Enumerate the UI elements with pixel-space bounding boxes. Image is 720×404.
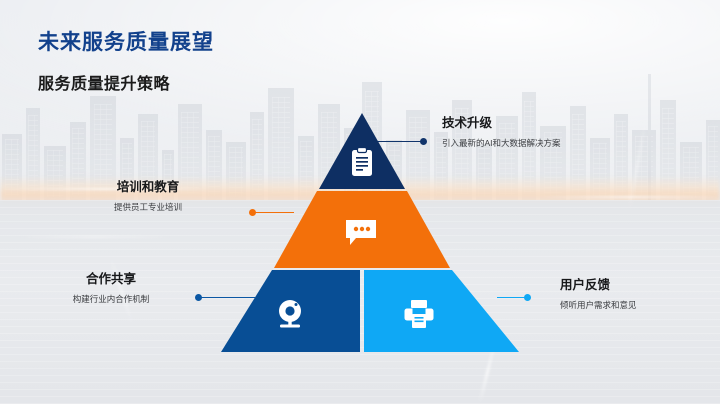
connector-dot-feedback bbox=[524, 294, 531, 301]
webcam-icon bbox=[275, 298, 305, 330]
connector-line-technology bbox=[376, 141, 424, 143]
callout-description-feedback: 倾听用户需求和意见 bbox=[560, 300, 637, 310]
callout-training: 培训和教育 提供员工专业培训 bbox=[78, 180, 218, 214]
light-streak bbox=[20, 236, 170, 238]
light-streak bbox=[0, 188, 210, 190]
callout-description-training: 提供员工专业培训 bbox=[113, 202, 182, 212]
light-streak bbox=[540, 196, 720, 198]
callout-title-training: 培训和教育 bbox=[116, 180, 180, 194]
connector-line-cooperation bbox=[199, 297, 255, 299]
page-title: 未来服务质量展望 bbox=[38, 31, 214, 54]
connector-line-feedback bbox=[497, 297, 529, 299]
callout-title-technology: 技术升级 bbox=[442, 116, 493, 130]
pyramid-level-bottom-right bbox=[364, 270, 519, 352]
callout-title-cooperation: 合作共享 bbox=[85, 272, 136, 286]
connector-dot-training bbox=[249, 209, 256, 216]
callout-title-feedback: 用户反馈 bbox=[560, 278, 611, 292]
callout-cooperation: 合作共享 构建行业内合作机制 bbox=[36, 272, 186, 306]
connector-dot-cooperation bbox=[195, 294, 202, 301]
clipboard-icon bbox=[349, 147, 375, 177]
page-subtitle: 服务质量提升策略 bbox=[38, 76, 171, 93]
printer-icon bbox=[403, 299, 435, 329]
callout-description-cooperation: 构建行业内合作机制 bbox=[72, 294, 150, 304]
callout-feedback: 用户反馈 倾听用户需求和意见 bbox=[560, 278, 710, 312]
callout-description-technology: 引入最新的AI和大数据解决方案 bbox=[442, 138, 561, 148]
callout-technology: 技术升级 引入最新的AI和大数据解决方案 bbox=[442, 116, 572, 150]
connector-dot-technology bbox=[420, 138, 427, 145]
connector-line-training bbox=[252, 212, 294, 214]
pyramid-diagram bbox=[218, 108, 522, 356]
tower-spire bbox=[648, 74, 651, 200]
chat-bubble-icon bbox=[344, 218, 378, 246]
